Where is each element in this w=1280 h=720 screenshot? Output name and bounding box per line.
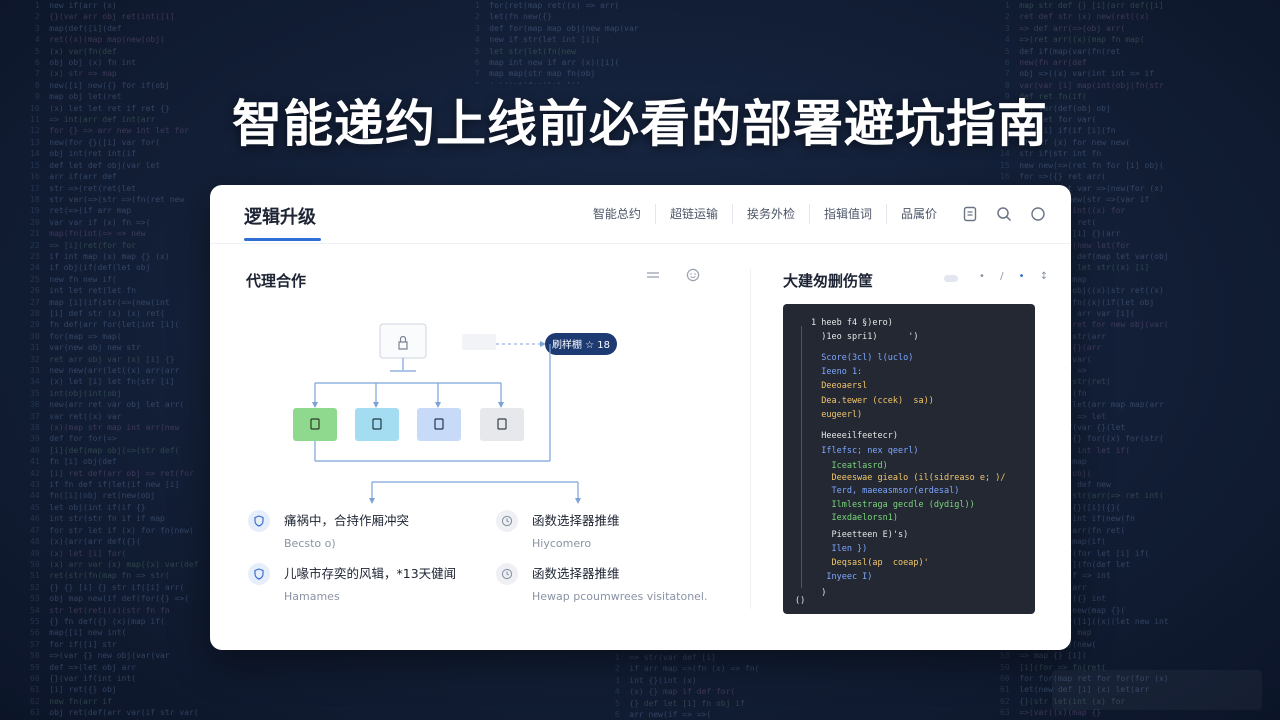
child-node[interactable] [355, 408, 399, 441]
code-line: Terd, maeeasmsor(erdesal) [811, 486, 959, 496]
app-header: 逻辑升级 智能总约 超链运输 挨务外检 指辑值词 品属价 [210, 185, 1071, 244]
right-panel: 大建匆删伤筐 • / • ↕ 1 heeb f4 §)ero) )1eo spr… [751, 244, 1071, 650]
code-line: Iceatlasrd) [811, 461, 888, 471]
code-line: ) [811, 588, 826, 598]
panel-title: 大建匆删伤筐 [783, 270, 873, 291]
code-line: eugeerl) [811, 410, 862, 420]
nav-item[interactable]: 智能总约 [579, 204, 655, 224]
code-line: Pieetteen E)'s) [811, 530, 908, 540]
code-line: Ieeno 1: [811, 367, 862, 377]
child-node[interactable] [480, 408, 524, 441]
code-line: Score(3cl) l(uclo) [811, 353, 913, 363]
info-title: 痛祸中，合持作厢冲突 [284, 510, 409, 529]
child-node[interactable] [417, 408, 461, 441]
background-code-texture: 1 => str(var def [i] 2 if arr map =>(fn … [610, 652, 1030, 720]
child-node[interactable] [293, 408, 337, 441]
info-item[interactable]: 儿喙市存奕的风辑，*13天健闻 Hamames [248, 563, 456, 603]
code-line: Heeeeilfeetecr) [811, 431, 898, 441]
info-subtitle: Becsto o) [284, 537, 409, 550]
code-line: Ilen }) [811, 544, 867, 554]
code-line: Ilmlestraga gecdle (dydigl)) [811, 500, 975, 510]
shield-icon [248, 510, 270, 532]
info-subtitle: Hewap pcoumwrees visitatonel. [532, 590, 707, 603]
active-tab-indicator [244, 238, 321, 241]
clock-icon [496, 563, 518, 585]
search-icon[interactable] [989, 199, 1019, 229]
document-icon[interactable] [955, 199, 985, 229]
code-line: Deqsasl(ap coeap)' [811, 558, 929, 568]
code-line: )1eo spri1) ') [811, 332, 918, 342]
code-line: Iexdaelorsn1) [811, 513, 898, 523]
info-item[interactable]: 痛祸中，合持作厢冲突 Becsto o) [248, 510, 409, 550]
shield-icon [248, 563, 270, 585]
nav-item[interactable]: 品属价 [886, 204, 951, 224]
code-line: Dea.tewer (ccek) sa)) [811, 396, 934, 406]
code-line: 1 heeb f4 §)ero) [811, 318, 893, 328]
background-code-texture: 1 for(ret(map ret((x) => arr( 2 let(fn n… [470, 0, 760, 84]
profile-icon[interactable] [1023, 199, 1053, 229]
info-subtitle: Hiycomero [532, 537, 620, 550]
brand-title[interactable]: 逻辑升级 [244, 203, 316, 229]
nav-item[interactable]: 挨务外检 [732, 204, 809, 224]
hero-title: 智能递约上线前必看的部署避坑指南 [0, 84, 1280, 156]
info-item[interactable]: 函数选择器推维 Hewap pcoumwrees visitatonel. [496, 563, 707, 603]
root-node[interactable] [380, 324, 426, 358]
tag-label: 刷样棚 ☆ 18 [552, 338, 610, 351]
code-line: Deeoaersl [811, 381, 867, 391]
ghost-node [462, 334, 496, 350]
code-editor[interactable]: 1 heeb f4 §)ero) )1eo spri1) ') Score(3c… [783, 304, 1035, 614]
top-nav: 智能总约 超链运输 挨务外检 指辑值词 品属价 [579, 185, 1053, 243]
code-gutter [801, 326, 802, 588]
info-title: 儿喙市存奕的风辑，*13天健闻 [284, 563, 456, 582]
pager-dots[interactable]: • / • ↕ [979, 271, 1054, 282]
clock-icon [496, 510, 518, 532]
nav-item[interactable]: 超链运输 [655, 204, 732, 224]
left-panel: 代理合作 刷样棚 ☆ 18 [210, 244, 750, 650]
code-line: Deeeswae giealo (il(sidreaso e; )/ [811, 473, 1005, 483]
code-line: Iflefsc; nex qeerl) [811, 446, 918, 456]
code-line: Inyeec I) [811, 572, 872, 582]
app-window: 逻辑升级 智能总约 超链运输 挨务外检 指辑值词 品属价 代理合作 [210, 185, 1071, 650]
watermark [1052, 670, 1262, 710]
info-title: 函数选择器推维 [532, 510, 620, 529]
toggle-switch[interactable] [944, 275, 958, 282]
info-title: 函数选择器推维 [532, 563, 707, 582]
info-item[interactable]: 函数选择器推维 Hiycomero [496, 510, 620, 550]
nav-item[interactable]: 指辑值词 [809, 204, 886, 224]
code-line: () [795, 596, 805, 606]
info-subtitle: Hamames [284, 590, 456, 603]
